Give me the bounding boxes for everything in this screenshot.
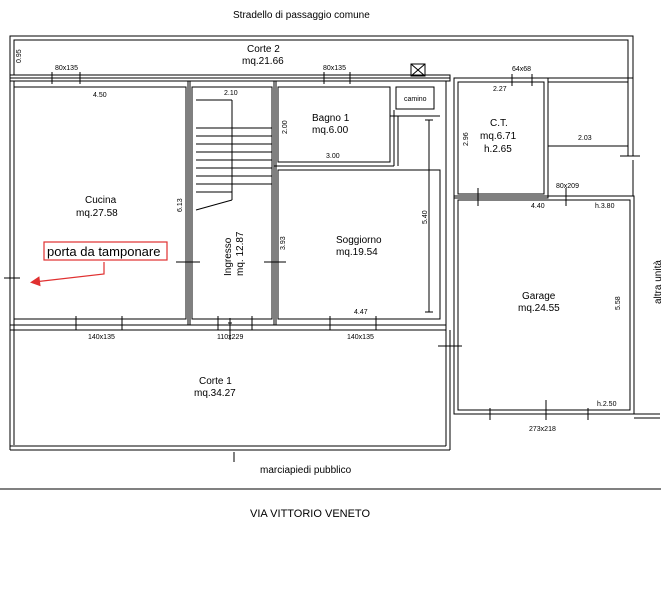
dim-label: 140x135	[88, 334, 115, 341]
bagno-area: mq.6.00	[312, 125, 349, 136]
ct-area: mq.6.71	[480, 131, 517, 142]
dim-label: 5.58	[615, 296, 622, 310]
corte1-area: mq.34.27	[194, 388, 236, 399]
dim-label: 64x68	[512, 66, 531, 73]
room-ct	[457, 81, 545, 195]
room-ingresso	[191, 86, 273, 320]
room-cucina	[13, 86, 187, 320]
dim-label: h.3.80	[595, 203, 615, 210]
arrowhead-icon	[30, 276, 41, 287]
ingresso-area: mq. 12.87	[235, 231, 246, 276]
dim-label: 2.00	[282, 120, 289, 134]
dim-label: 273x218	[529, 426, 556, 433]
street-name: VIA VITTORIO VENETO	[250, 508, 370, 520]
room-soggiorno	[277, 169, 441, 320]
corte2-area: mq.21.66	[242, 56, 284, 67]
annotation-text: porta da tamponare	[47, 244, 160, 259]
dim-label: 5.40	[422, 210, 429, 224]
dim-label: 4.40	[531, 203, 545, 210]
dim-label: 2.96	[463, 132, 470, 146]
dim-label: 80x135	[323, 65, 346, 72]
dim-label: 140x135	[347, 334, 374, 341]
soggiorno-area: mq.19.54	[336, 247, 378, 258]
camino-label: camino	[404, 96, 427, 103]
room-bagno	[277, 86, 391, 163]
corte2-name: Corte 2	[247, 44, 280, 55]
garage-area: mq.24.55	[518, 303, 560, 314]
dim-label: 2.03	[578, 135, 592, 142]
dim-label: 4.47	[354, 309, 368, 316]
corte1-name: Corte 1	[199, 376, 232, 387]
annotation-arrow	[33, 262, 105, 283]
ingresso-name: Ingresso	[223, 237, 234, 276]
garage-name: Garage	[522, 291, 556, 302]
dim-label: 80x135	[55, 65, 78, 72]
altra-unita-label: altra unità	[653, 260, 661, 304]
annotation-box	[43, 241, 168, 261]
room-garage	[457, 199, 631, 411]
ct-name: C.T.	[490, 118, 508, 129]
marciapiedi-label: marciapiedi pubblico	[260, 465, 352, 476]
dim-label: h.2.50	[597, 401, 617, 408]
vent-icon	[410, 63, 426, 77]
dim-label: 2.10	[224, 90, 238, 97]
soggiorno-name: Soggiorno	[336, 235, 382, 246]
dim-label: 6.13	[177, 198, 184, 212]
dim-label: 110x229	[217, 334, 243, 341]
dim-label: 3.00	[326, 153, 340, 160]
cucina-name: Cucina	[85, 195, 117, 206]
staircase	[195, 99, 272, 211]
cucina-area: mq.27.58	[76, 208, 118, 219]
dim-label: 2.27	[493, 86, 507, 93]
ct-height: h.2.65	[484, 144, 512, 155]
dim-label: 80x209	[556, 183, 579, 190]
dim-label: 3.93	[280, 236, 287, 250]
chimney	[395, 86, 435, 110]
dim-label: 0.95	[16, 49, 23, 63]
dim-label: 4.50	[93, 92, 107, 99]
bagno-name: Bagno 1	[312, 113, 350, 124]
stradello-label: Stradello di passaggio comune	[233, 10, 370, 21]
